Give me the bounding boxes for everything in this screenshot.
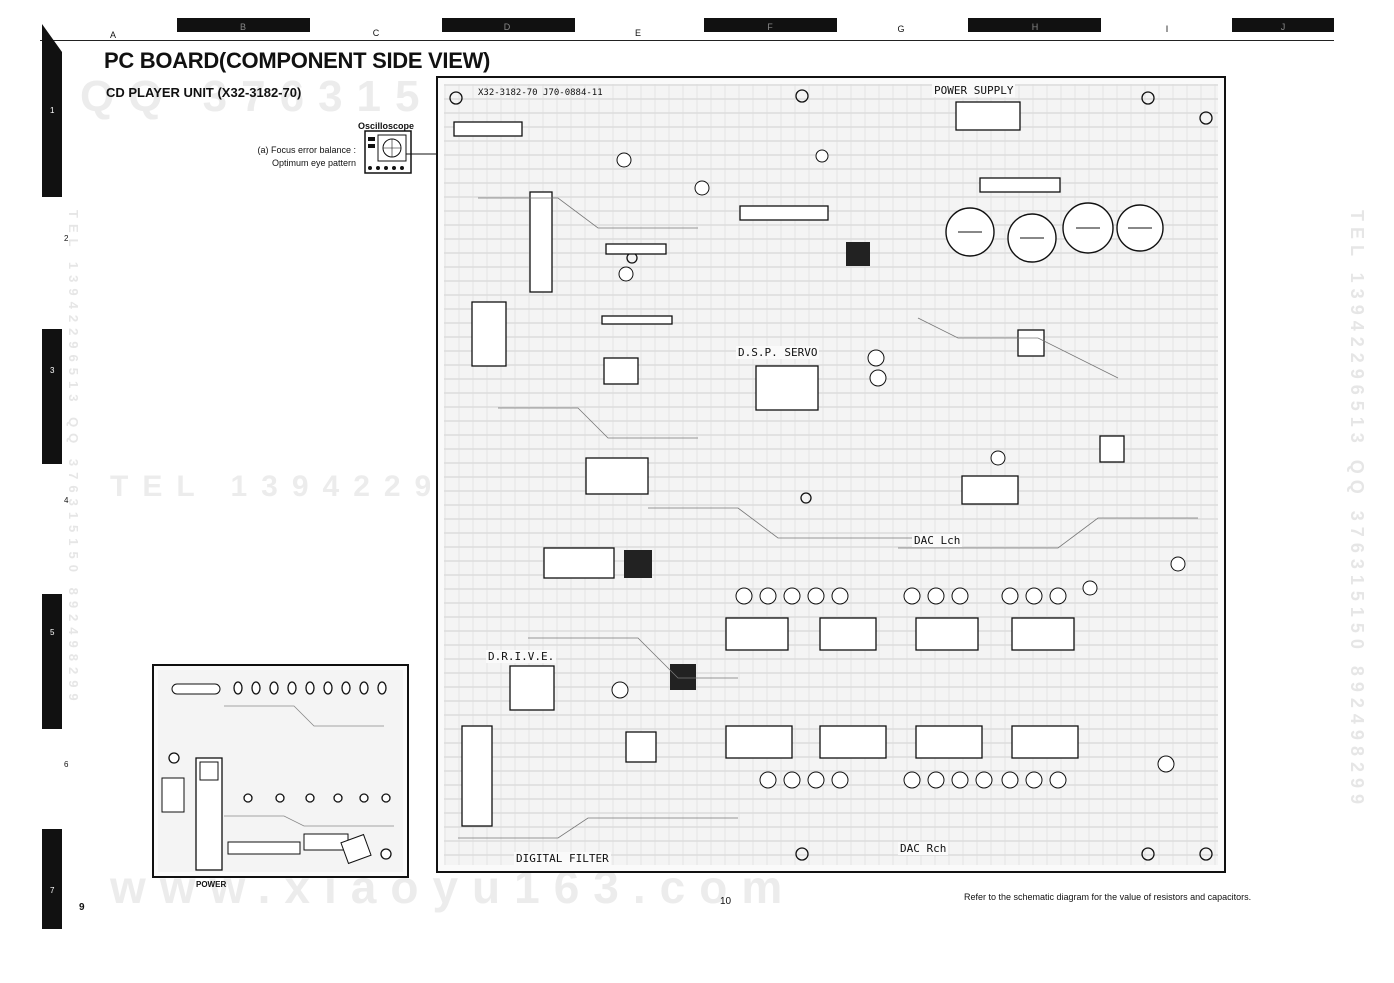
ruler-segment bbox=[42, 329, 62, 464]
oscilloscope-note-line2: Optimum eye pattern bbox=[271, 158, 356, 168]
ruler-segment bbox=[968, 18, 1101, 32]
col-label-b: B bbox=[239, 22, 246, 32]
sub-board-artwork bbox=[158, 670, 403, 872]
ruler-segment bbox=[442, 18, 575, 32]
col-label-i: I bbox=[1165, 24, 1169, 34]
power-label: POWER bbox=[196, 880, 227, 889]
oscilloscope-icon bbox=[364, 130, 412, 174]
board-artwork bbox=[444, 84, 1218, 865]
row-label-1: 1 bbox=[50, 106, 55, 115]
power-sub-board bbox=[152, 664, 409, 878]
ruler-segment bbox=[704, 18, 837, 32]
page-number-center: 10 bbox=[720, 896, 732, 907]
col-label-c: C bbox=[372, 28, 380, 38]
row-label-2: 2 bbox=[64, 234, 69, 243]
ruler-segment bbox=[42, 594, 62, 729]
col-label-j: J bbox=[1280, 22, 1286, 32]
section-power-supply: POWER SUPPLY bbox=[932, 84, 1016, 97]
ruler-line bbox=[40, 40, 1334, 41]
oscilloscope-label: Oscilloscope bbox=[358, 121, 415, 131]
ruler-corner bbox=[42, 24, 62, 52]
page-title: PC BOARD(COMPONENT SIDE VIEW) bbox=[104, 48, 491, 73]
ruler-segment bbox=[42, 52, 62, 197]
row-label-7: 7 bbox=[50, 886, 55, 895]
page-subtitle: CD PLAYER UNIT (X32-3182-70) bbox=[106, 85, 302, 100]
section-digital-filter: DIGITAL FILTER bbox=[514, 852, 611, 865]
col-label-g: G bbox=[897, 24, 905, 34]
col-label-d: D bbox=[503, 22, 511, 32]
watermark-right: TEL 13942296513 QQ 376315150 892498299 bbox=[1347, 210, 1367, 810]
section-dsp-servo: D.S.P. SERVO bbox=[736, 346, 820, 359]
row-ruler: 1 2 3 4 5 6 7 bbox=[40, 24, 68, 929]
col-label-h: H bbox=[1031, 22, 1039, 32]
col-label-f: F bbox=[767, 22, 773, 32]
section-drive: D.R.I.V.E. bbox=[486, 650, 557, 663]
column-ruler: A B C D E F G H I J bbox=[40, 18, 1334, 42]
watermark-left: TEL 13942296513 QQ 376315150 892498299 bbox=[66, 210, 81, 707]
row-label-3: 3 bbox=[50, 366, 55, 375]
board-part-number: X32-3182-70 J70-0884-11 bbox=[478, 88, 603, 98]
main-pc-board: X32-3182-70 J70-0884-11 POWER SUPPLY D.S… bbox=[436, 76, 1226, 873]
row-label-4: 4 bbox=[64, 496, 69, 505]
page-number-left: 9 bbox=[79, 902, 85, 913]
ruler-segment bbox=[42, 829, 62, 929]
oscilloscope-note-line1: (a) Focus error balance : bbox=[257, 145, 356, 155]
col-label-e: E bbox=[634, 28, 641, 38]
row-label-6: 6 bbox=[64, 760, 69, 769]
row-label-5: 5 bbox=[50, 628, 55, 637]
section-dac-lch: DAC Lch bbox=[912, 534, 963, 547]
col-label-a: A bbox=[109, 30, 116, 40]
ruler-segment bbox=[177, 18, 310, 32]
ruler-segment bbox=[1232, 18, 1334, 32]
footnote: Refer to the schematic diagram for the v… bbox=[964, 892, 1252, 902]
section-dac-rch: DAC Rch bbox=[898, 842, 949, 855]
